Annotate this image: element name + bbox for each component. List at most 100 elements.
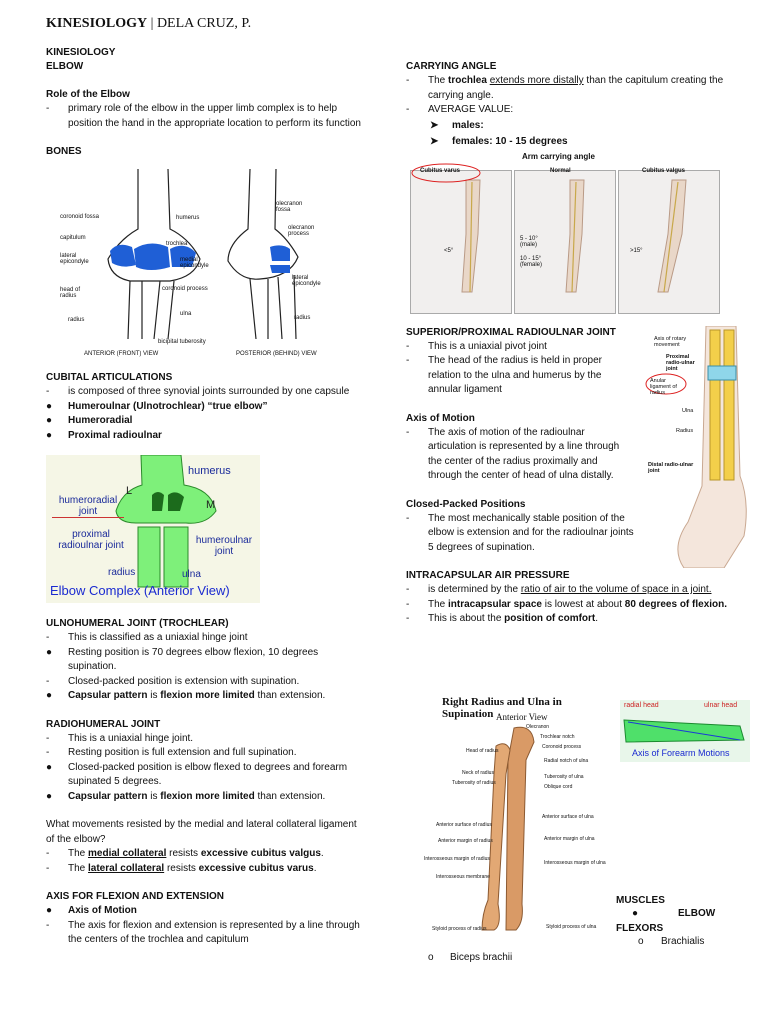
cubital-item-humeroulnar: Humeroulnar (Ulnotrochlear) “true elbow” [68, 400, 268, 412]
arm-fig-title: Arm carrying angle [522, 151, 595, 161]
list-item: ●Resting position is 70 degrees elbow fl… [46, 646, 319, 673]
lateral-d: excessive cubitus varus [198, 862, 314, 874]
list-item: -The lateral collateral resists excessiv… [46, 862, 317, 874]
cubital-item-humeroradial: Humeroradial [68, 415, 133, 426]
bones-label-bicipital-tuberosity: bicipital tuberosity [158, 339, 206, 345]
arm-label-normal: Normal [550, 167, 571, 174]
rl-head-of-radius: Head of radius [466, 748, 499, 754]
cubital-intro: is composed of three synovial joints sur… [68, 386, 350, 397]
rl-anterior-margin-radius: Anterior margin of radius [438, 838, 493, 844]
arm-carrying-figure: Arm carrying angle Cubitus varus Normal … [406, 151, 724, 314]
list-item: -The axis for flexion and extension is r… [46, 919, 360, 946]
complex-proximal: proximal radioulnar joint [58, 529, 124, 551]
elbow-label: ELBOW [678, 908, 716, 919]
list-item: ●Humeroulnar (Ulnotrochlear) “true elbow… [46, 400, 268, 412]
intra-2b: intracapsular space [448, 598, 542, 610]
radiohumeral-heading: RADIOHUMERAL JOINT [46, 718, 161, 730]
bones-heading: BONES [46, 146, 82, 157]
ulno-text-1: This is classified as a uniaxial hinge j… [68, 632, 248, 643]
arm-panel-normal [514, 169, 616, 314]
list-item: -primary role of the elbow in the upper … [46, 103, 361, 129]
bones-figure: coronoid fossa capitulum lateral epicond… [50, 168, 340, 365]
lateral-e: . [313, 862, 317, 874]
carry-females: females: 10 - 15 degrees [452, 135, 568, 147]
list-item: -The intracapsular space is lowest at ab… [406, 598, 728, 610]
muscles-heading: MUSCLES [616, 895, 665, 906]
arm-label-female: 10 - 15° (female) [520, 255, 543, 268]
radio-text-4d: than extension. [254, 790, 326, 802]
role-heading: Role of the Elbow [46, 89, 130, 100]
bones-label-ulna: ulna [180, 311, 192, 317]
sup-text-1: This is a uniaxial pivot joint [428, 340, 547, 352]
intracapsular-heading: INTRACAPSULAR AIR PRESSURE [406, 570, 570, 581]
closed-packed-heading: Closed-Packed Positions [406, 498, 526, 510]
rr-styloid-ulna: Styloid process of ulna [546, 924, 597, 930]
motion-ulnar-head: ulnar head [704, 702, 738, 709]
bones-label-radius: radius [68, 317, 85, 323]
axis-flexion-heading: AXIS FOR FLEXION AND EXTENSION [46, 891, 224, 902]
cubital-heading: CUBITAL ARTICULATIONS [46, 372, 173, 383]
elbow-complex-illustration [115, 455, 217, 588]
complex-humerus: humerus [188, 465, 231, 477]
sup-text-2: The head of the radius is held in proper… [428, 355, 602, 395]
complex-humeroradial: humeroradial joint [52, 495, 124, 518]
list-item: -This is a uniaxial pivot joint [406, 340, 547, 352]
page-header: KINESIOLOGY | DELA CRUZ, P. [46, 16, 251, 32]
forearm-motion-figure: radial head ulnar head Axis of Forearm M… [620, 700, 750, 762]
medial-d: excessive cubitus valgus [200, 848, 321, 859]
complex-M: M [206, 499, 216, 511]
list-item: -The axis of motion of the radioulnar ar… [406, 426, 620, 482]
rr-tuberosity-ulna: Tuberosity of ulna [544, 774, 584, 780]
muscles-block: MUSCLES ● ELBOW FLEXORS o Brachialis [616, 894, 756, 950]
complex-ulna: ulna [182, 569, 201, 580]
cubital-item-proximal-radioulnar: Proximal radioulnar [68, 429, 162, 441]
rr-coronoid-process: Coronoid process [542, 744, 582, 750]
arm-label-lt5: <5° [444, 247, 454, 254]
rr-olecranon: Olecranon [526, 724, 550, 730]
forearm-label-distal: Distal radio-ulnar joint [648, 462, 694, 474]
bones-label-coronoid-fossa: coronoid fossa [60, 214, 100, 220]
forearm-figure: Axis of rotary movement Proximal radio-u… [644, 325, 756, 569]
list-item: -is determined by the ratio of air to th… [406, 584, 712, 595]
intra-2c: is lowest at about [541, 598, 625, 610]
list-item: -The medial collateral resists excessive… [46, 848, 324, 859]
bones-label-trochlea: trochlea [166, 241, 188, 247]
list-item: ●Closed-packed position is elbow flexed … [46, 761, 348, 788]
complex-humeroulnar: humeroulnar joint [195, 535, 253, 557]
list-item: ➤males: [430, 119, 484, 131]
radius-fig-subtitle: Anterior View [496, 712, 548, 722]
ulno-text-3: Closed-packed position is extension with… [68, 675, 300, 687]
sup-radioulnar-heading: SUPERIOR/PROXIMAL RADIOULNAR JOINT [406, 326, 616, 338]
rr-interosseous-margin-ulna: Interosseous margin of ulna [544, 860, 606, 866]
rl-anterior-surface-radius: Anterior surface of radius [436, 822, 492, 828]
medial-b: medial collateral [88, 848, 167, 859]
radius-ulna-illustration [481, 726, 535, 931]
ulno-text-4a: Capsular pattern [68, 690, 148, 701]
role-text: primary role of the elbow in the upper l… [68, 103, 361, 129]
subject-heading: KINESIOLOGY [46, 47, 116, 58]
list-item: ●Humeroradial [46, 415, 133, 426]
lateral-a: The [68, 862, 89, 874]
list-item: -This is a uniaxial hinge joint. [46, 732, 194, 744]
arm-carrying-illustration [411, 163, 687, 292]
list-item: ➤females: 10 - 15 degrees [430, 135, 568, 147]
bones-label-lateral-epicondyle: lateral epicondyle [60, 253, 89, 265]
bones-label-head-of-radius: head of radius [60, 287, 81, 299]
axis-item: Axis of Motion [68, 905, 137, 916]
medial-e: . [320, 848, 324, 859]
intra-1b: ratio of air to the volume of space in a… [520, 584, 712, 595]
radio-text-2: Resting position is full extension and f… [68, 747, 297, 758]
list-item: -The head of the radius is held in prope… [406, 355, 602, 395]
bones-label-coronoid-process: coronoid process [162, 286, 208, 292]
radio-text-4b: is [147, 790, 161, 802]
left-column: KINESIOLOGY ELBOW Role of the Elbow -pri… [46, 46, 366, 948]
medial-a: The [68, 848, 89, 859]
axis-motion-text: The axis of motion of the radioulnar art… [428, 426, 620, 482]
complex-L: L [126, 485, 133, 497]
carry-1b: trochlea [448, 75, 487, 86]
medial-c: resists [166, 848, 201, 859]
radius-fig-title: Right Radius and Ulna in Supination [442, 696, 562, 720]
intra-3a: This is about the [428, 613, 505, 624]
list-item: -The most mechanically stable position o… [406, 512, 634, 553]
elbow-complex-figure: humerus L M humeroradial joint proximal … [46, 455, 260, 603]
